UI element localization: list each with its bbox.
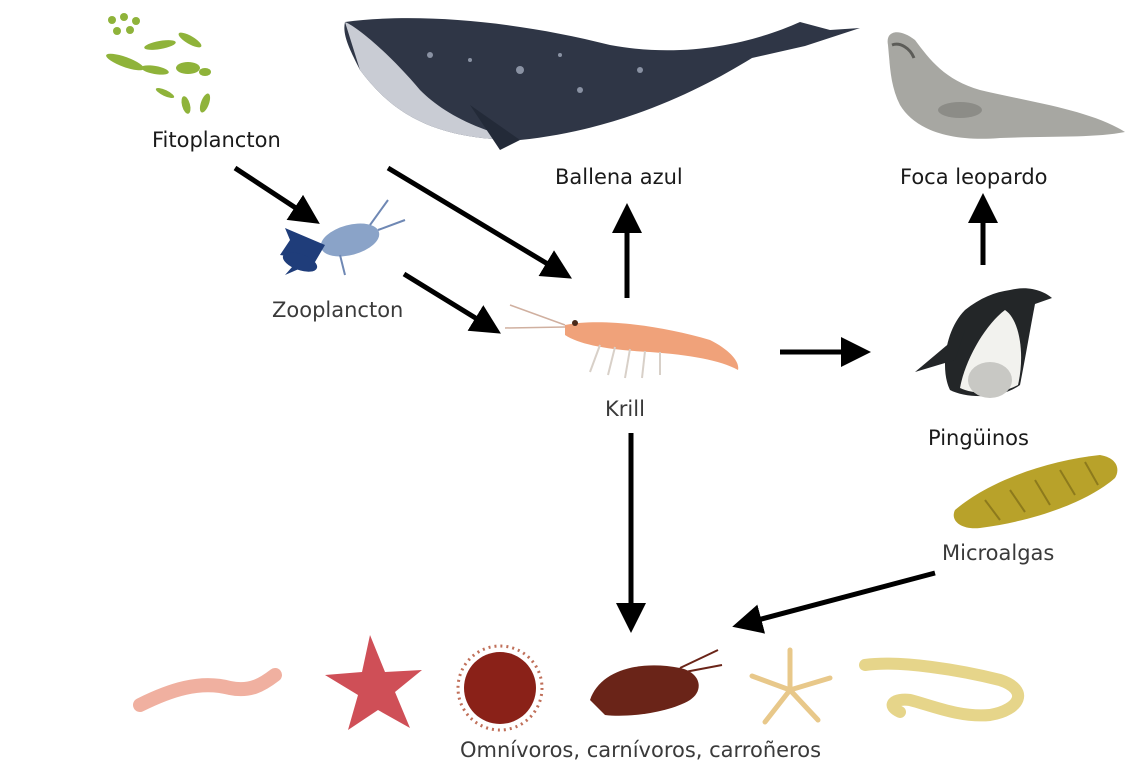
phytoplankton-illustration [104, 13, 212, 115]
arrow-microalgas-bentos [739, 573, 935, 625]
blue-whale-illustration [344, 18, 860, 150]
starfish-illustration [325, 635, 422, 730]
leopard-seal-illustration [888, 32, 1125, 139]
label-fitoplancton: Fitoplancton [152, 128, 281, 152]
label-pinguinos: Pingüinos [928, 426, 1029, 450]
arrow-fitoplancton-zooplancton [235, 168, 314, 220]
label-microalgas: Microalgas [942, 541, 1054, 565]
label-ballena-azul: Ballena azul [555, 165, 683, 189]
label-zooplancton: Zooplancton [272, 298, 403, 322]
label-bentos: Omnívoros, carnívoros, carroñeros [460, 738, 821, 762]
amphipod-illustration [590, 650, 722, 716]
microalgae-illustration [954, 455, 1118, 528]
penguin-illustration [915, 288, 1052, 398]
brittle-star-illustration [752, 650, 830, 722]
nemertean-worm-illustration [865, 664, 1018, 716]
worm-illustration [140, 675, 275, 705]
label-foca-leopardo: Foca leopardo [900, 165, 1048, 189]
label-krill: Krill [605, 397, 645, 421]
krill-illustration [505, 305, 738, 378]
arrow-zooplancton-krill [404, 274, 495, 330]
sea-urchin-illustration [458, 646, 542, 730]
arrow-fitoplancton-krill [388, 168, 566, 275]
